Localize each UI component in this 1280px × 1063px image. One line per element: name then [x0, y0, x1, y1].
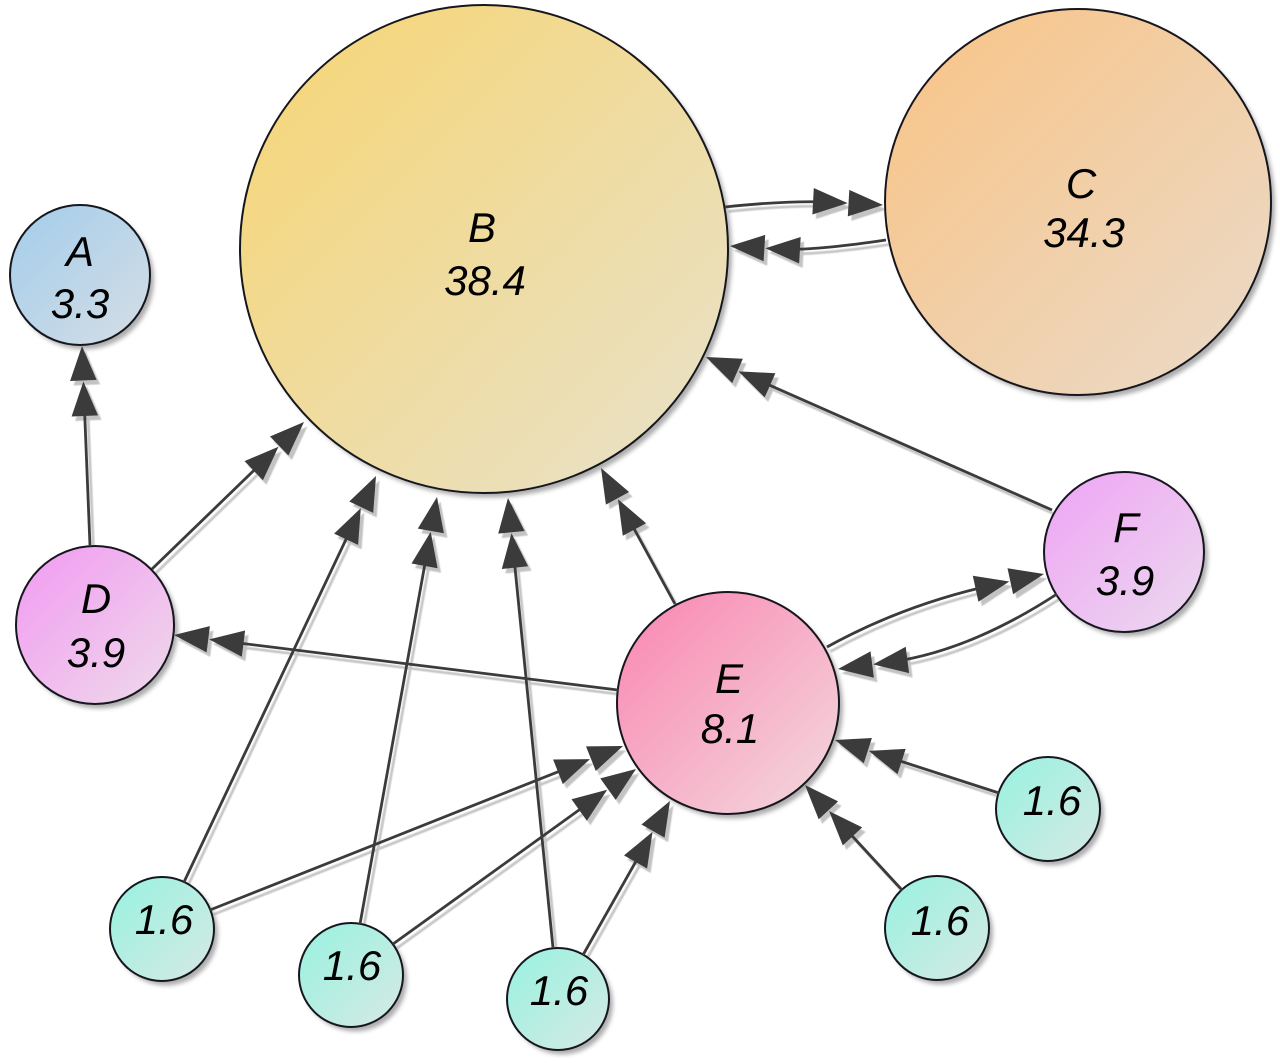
svg-text:A: A — [63, 228, 94, 275]
svg-text:1.6: 1.6 — [323, 942, 382, 989]
svg-text:D: D — [81, 575, 111, 622]
svg-text:1.6: 1.6 — [1023, 777, 1082, 824]
svg-text:8.1: 8.1 — [701, 705, 759, 752]
svg-text:1.6: 1.6 — [530, 967, 589, 1014]
svg-text:34.3: 34.3 — [1043, 209, 1125, 256]
svg-text:3.9: 3.9 — [67, 629, 125, 676]
svg-text:3.9: 3.9 — [1096, 557, 1154, 604]
svg-text:1.6: 1.6 — [135, 896, 194, 943]
svg-text:F: F — [1113, 504, 1141, 551]
svg-text:3.3: 3.3 — [51, 280, 109, 327]
svg-text:1.6: 1.6 — [911, 897, 970, 944]
svg-text:C: C — [1066, 160, 1097, 207]
svg-text:38.4: 38.4 — [444, 257, 526, 304]
svg-text:B: B — [468, 204, 496, 251]
svg-text:E: E — [715, 655, 744, 702]
